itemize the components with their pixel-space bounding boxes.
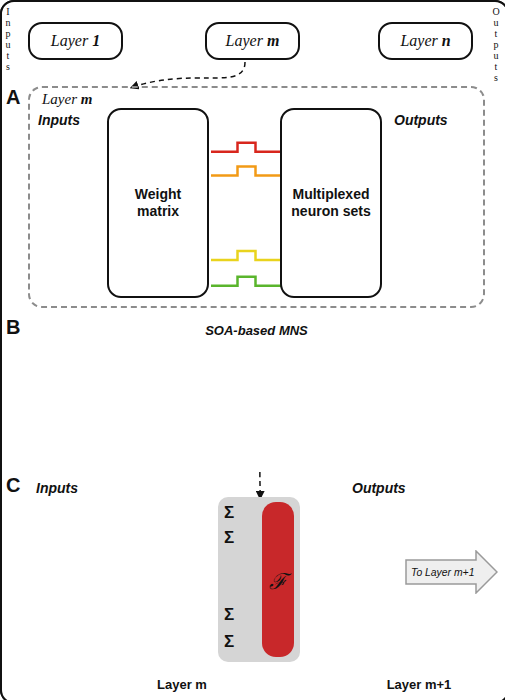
layer-box: Layer n bbox=[378, 22, 473, 60]
neuron-sets-box: Multiplexed neuron sets bbox=[280, 108, 382, 298]
text-part: Layer bbox=[400, 32, 441, 49]
text-part: O bbox=[491, 6, 501, 17]
text-part: t bbox=[491, 61, 501, 72]
text-part: u bbox=[491, 17, 501, 28]
bracket-label: Layer m bbox=[102, 677, 262, 692]
connector bbox=[211, 251, 282, 260]
text-part: n bbox=[442, 32, 451, 49]
column-heading: Inputs bbox=[38, 112, 80, 128]
vertical-label: Inputs bbox=[3, 6, 13, 72]
layer-box: Layer m bbox=[205, 22, 300, 60]
soa-chip-panel: SOA-based MNS bbox=[28, 318, 485, 470]
panel-letter: B bbox=[6, 316, 20, 339]
sum-symbol: Σ bbox=[224, 528, 234, 548]
arrow-shape bbox=[406, 551, 497, 593]
connector bbox=[259, 472, 261, 499]
node-text: ℱ bbox=[269, 565, 287, 595]
text-part: u bbox=[3, 39, 13, 50]
text-part: m bbox=[267, 32, 279, 49]
connector bbox=[211, 277, 282, 286]
node-text: Layer m bbox=[42, 91, 92, 108]
text-part: Layer bbox=[42, 91, 81, 107]
connector bbox=[131, 62, 245, 88]
panel-letter: C bbox=[6, 474, 20, 497]
text-part: t bbox=[3, 50, 13, 61]
summation-band: ΣΣΣΣℱ bbox=[218, 497, 300, 662]
text-part: n bbox=[3, 17, 13, 28]
sum-symbol: Σ bbox=[224, 632, 234, 652]
sum-symbol: Σ bbox=[224, 605, 234, 625]
text-part: m bbox=[81, 91, 93, 107]
node-text: Multiplexed neuron sets bbox=[288, 186, 374, 221]
node-text: Layer m bbox=[226, 32, 280, 50]
text-part: 1 bbox=[92, 32, 100, 49]
text-part: p bbox=[491, 39, 501, 50]
node-text: Layer n bbox=[400, 32, 450, 50]
panel-letter: A bbox=[6, 86, 20, 109]
column-heading: Inputs bbox=[36, 480, 78, 496]
text-part: u bbox=[491, 50, 501, 61]
next-layer-arrow: To Layer m+1 bbox=[405, 550, 498, 594]
bracket-label: Layer m+1 bbox=[339, 677, 499, 692]
column-heading: Outputs bbox=[394, 112, 448, 128]
layer-box: Layer 1 bbox=[28, 22, 123, 60]
weight-matrix-box: Weight matrix bbox=[107, 108, 209, 298]
text-part: t bbox=[491, 28, 501, 39]
connector bbox=[211, 167, 282, 176]
sum-symbol: Σ bbox=[224, 503, 234, 523]
node-text: To Layer m+1 bbox=[411, 567, 474, 578]
activation-box: ℱ bbox=[262, 502, 294, 657]
text-part: s bbox=[3, 61, 13, 72]
node-text: SOA-based MNS bbox=[28, 323, 485, 338]
connector bbox=[211, 143, 282, 152]
column-heading: Outputs bbox=[352, 480, 406, 496]
text-part: Layer bbox=[51, 32, 92, 49]
node-text: Weight matrix bbox=[115, 186, 201, 221]
vertical-label: Outputs bbox=[491, 6, 501, 83]
text-part: I bbox=[3, 6, 13, 17]
text-part: s bbox=[491, 72, 501, 83]
node-text: Layer 1 bbox=[51, 32, 100, 50]
text-part: Layer bbox=[226, 32, 267, 49]
text-part: p bbox=[3, 28, 13, 39]
